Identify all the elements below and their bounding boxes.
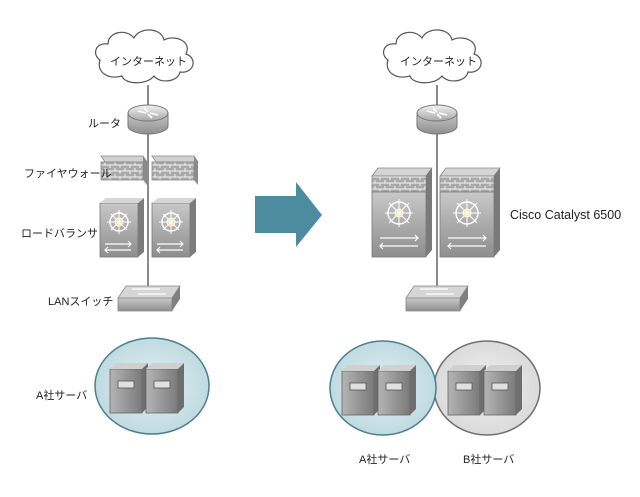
left-server-icon-2 (145, 363, 184, 414)
catalyst-chassis-icon-2 (439, 167, 501, 258)
left-internet-label: インターネット (110, 56, 187, 68)
catalyst-label: Cisco Catalyst 6500 (510, 208, 622, 222)
right-server-a-icon-1 (341, 365, 380, 416)
right-lan-switch-icon (405, 285, 469, 312)
right-internet-label: インターネット (400, 56, 477, 68)
catalyst-chassis-icon-1 (371, 167, 433, 258)
left-servers-a-label: A社サーバ (36, 390, 88, 402)
router-label: ルータ (88, 118, 121, 130)
left-server-icon-1 (109, 363, 148, 414)
right-router-icon (416, 104, 458, 135)
left-internet-cloud (94, 29, 194, 84)
firewall-label: ファイヤウォール (24, 168, 112, 180)
left-loadbalancer-icon-2 (151, 198, 196, 258)
right-server-b-icon-1 (447, 365, 486, 416)
left-firewall-icon-1 (100, 155, 148, 185)
transition-arrow (255, 182, 322, 247)
left-loadbalancer-icon-1 (99, 198, 144, 258)
right-internet-cloud (382, 29, 482, 84)
right-server-a-icon-2 (377, 365, 416, 416)
loadbalancer-label: ロードバランサ (21, 228, 98, 240)
right-servers-a-label: A社サーバ (359, 454, 411, 466)
lan-switch-label: LANスイッチ (48, 296, 114, 308)
left-firewall-icon-2 (151, 155, 199, 185)
left-lan-switch-icon (117, 285, 181, 312)
left-router-icon (127, 104, 169, 135)
right-server-b-icon-2 (483, 365, 522, 416)
right-servers-b-label: B社サーバ (463, 454, 515, 466)
